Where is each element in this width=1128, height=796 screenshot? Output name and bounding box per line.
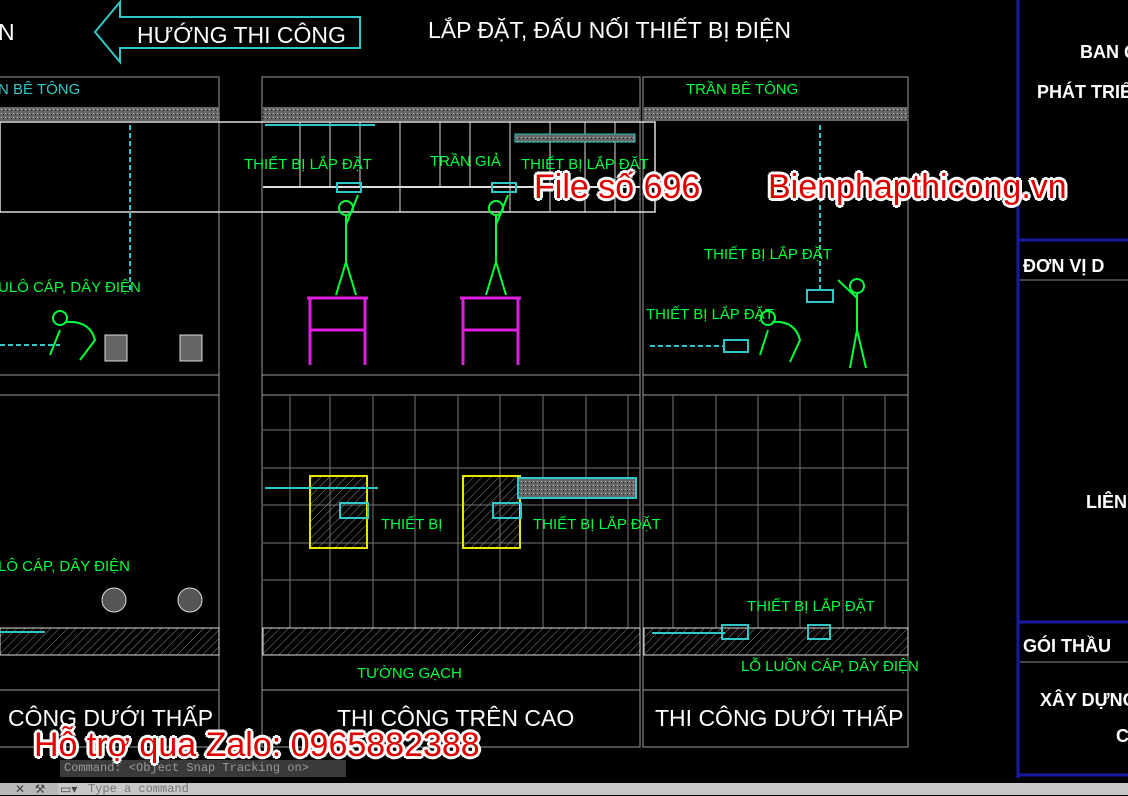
label-cable-top: ULÔ CÁP, DÂY ĐIỆN — [0, 279, 141, 296]
label-false-ceiling: TRẦN GIẢ — [430, 153, 501, 170]
direction-arrow: HƯỚNG THI CÔNG — [93, 0, 361, 65]
command-history: Command: <Object Snap Tracking on> — [60, 760, 346, 777]
label-device-2: THIẾT BỊ LẮP ĐẶT — [521, 155, 649, 173]
concrete-slabs — [0, 107, 908, 121]
panel-captions: CÔNG DƯỚI THẤP THI CÔNG TRÊN CAO THI CÔN… — [8, 704, 904, 731]
command-bar: ✕ ⚒ ▭▾ — [0, 783, 1128, 795]
title-block-c: C — [1116, 726, 1128, 746]
close-icon[interactable]: ✕ — [14, 782, 26, 796]
scaffold-icon — [307, 296, 521, 365]
label-device-floor: THIẾT BỊ LẮP ĐẶT — [747, 597, 875, 615]
label-conduit-hole: LỖ LUỒN CÁP, DÂY ĐIỆN — [741, 657, 919, 675]
label-concrete-left: N BÊ TÔNG — [0, 81, 80, 98]
label-concrete-right: TRẦN BÊ TÔNG — [686, 81, 798, 98]
label-device-plan-2: THIẾT BỊ LẮP ĐẶT — [533, 515, 661, 533]
label-brick-wall: TƯỜNG GẠCH — [357, 665, 462, 682]
device-boxes — [336, 182, 834, 353]
panel-frames — [0, 76, 909, 748]
cable-tray — [514, 133, 636, 143]
title-block-package: GÓI THẦU — [1023, 636, 1111, 656]
title-block-build: XÂY DỰNG — [1040, 690, 1128, 710]
title-block-line1: BAN Q — [1080, 42, 1128, 62]
watermark-file-number: File số 696 — [534, 168, 701, 206]
direction-label: HƯỚNG THI CÔNG — [137, 21, 346, 48]
annotation-labels: N BÊ TÔNG ULÔ CÁP, DÂY ĐIỆN LÔ CÁP, DÂY … — [0, 81, 919, 682]
label-device-high: THIẾT BỊ LẮP ĐẶT — [704, 245, 832, 263]
caption-middle: THI CÔNG TRÊN CAO — [337, 704, 574, 731]
wall-grid — [263, 395, 908, 628]
main-title: LẮP ĐẶT, ĐẤU NỐI THIẾT BỊ ĐIỆN — [428, 16, 791, 43]
label-device-low: THIẾT BỊ LẮP ĐẶT — [646, 305, 774, 323]
watermark-support: Hỗ trợ qua Zalo: 0965882388 — [34, 726, 480, 764]
command-input[interactable] — [58, 783, 1128, 795]
left-title-fragment: N — [0, 19, 15, 45]
label-device-1: THIẾT BỊ LẮP ĐẶT — [244, 155, 372, 173]
label-device-plan-1: THIẾT BỊ — [381, 516, 442, 533]
title-block-line2: PHÁT TRIỂ — [1037, 82, 1128, 102]
worker-figures-icon — [49, 194, 867, 369]
caption-left: CÔNG DƯỚI THẤP — [8, 704, 213, 731]
wall-device-boxes — [265, 475, 637, 549]
command-prompt-icon[interactable]: ▭▾ — [60, 782, 78, 796]
cable-reel-icon — [101, 334, 203, 613]
caption-right: THI CÔNG DƯỚI THẤP — [655, 704, 904, 731]
title-block-mid: LIÊN — [1086, 492, 1128, 512]
label-cable-bottom: LÔ CÁP, DÂY ĐIỆN — [0, 558, 130, 575]
floor-hatch — [0, 624, 909, 656]
title-block — [1016, 0, 1128, 778]
wrench-icon[interactable]: ⚒ — [34, 782, 46, 796]
watermark-site: Bienphapthicong.vn — [768, 168, 1067, 206]
title-block-unit: ĐƠN VỊ D — [1023, 256, 1105, 276]
